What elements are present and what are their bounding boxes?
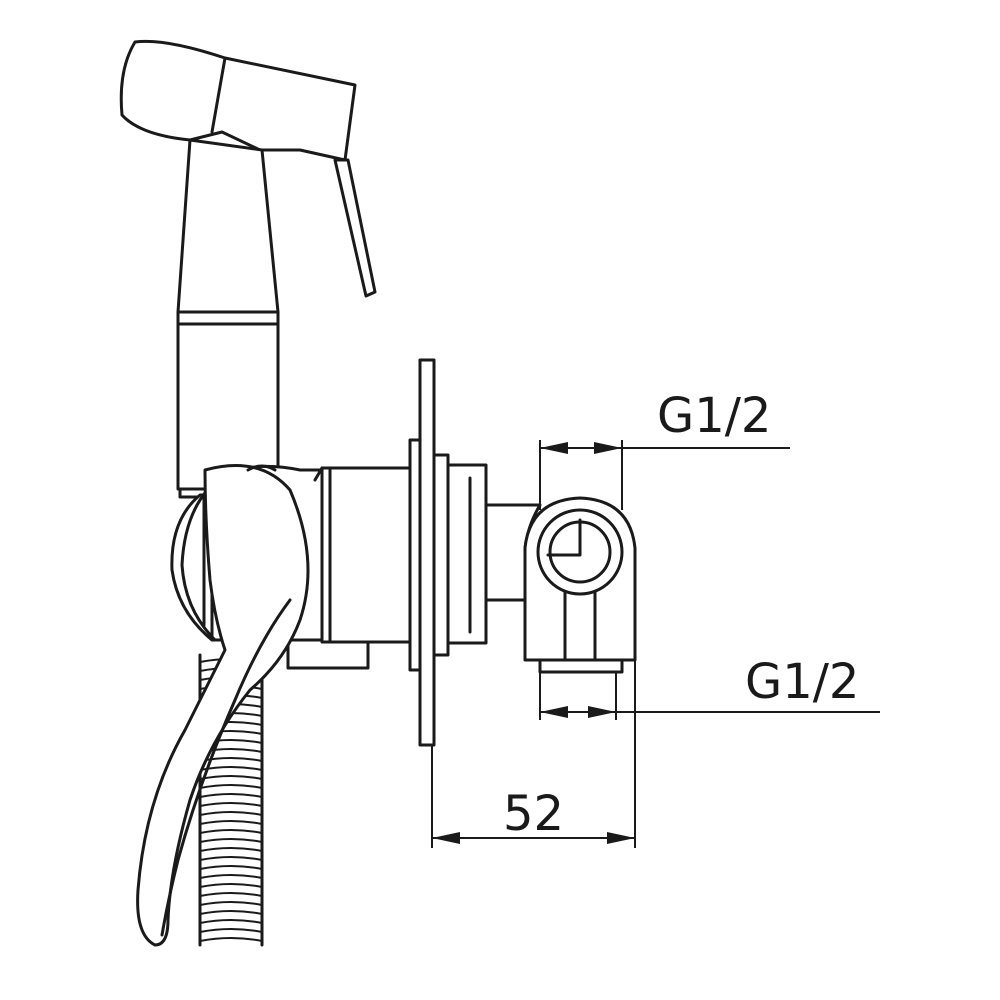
dimension-bottom-thread: G1/2: [539, 654, 880, 720]
bottom-thread-label: G1/2: [745, 654, 859, 710]
connection-body: [484, 496, 637, 674]
top-thread-label: G1/2: [657, 388, 771, 444]
width-label: 52: [503, 786, 564, 842]
mixer-lever-handle: [136, 464, 310, 947]
dimension-width: 52: [431, 660, 636, 848]
dimension-top-thread: G1/2: [539, 388, 790, 510]
bidet-spray-head: [119, 39, 377, 499]
wall-flange: [408, 358, 488, 747]
